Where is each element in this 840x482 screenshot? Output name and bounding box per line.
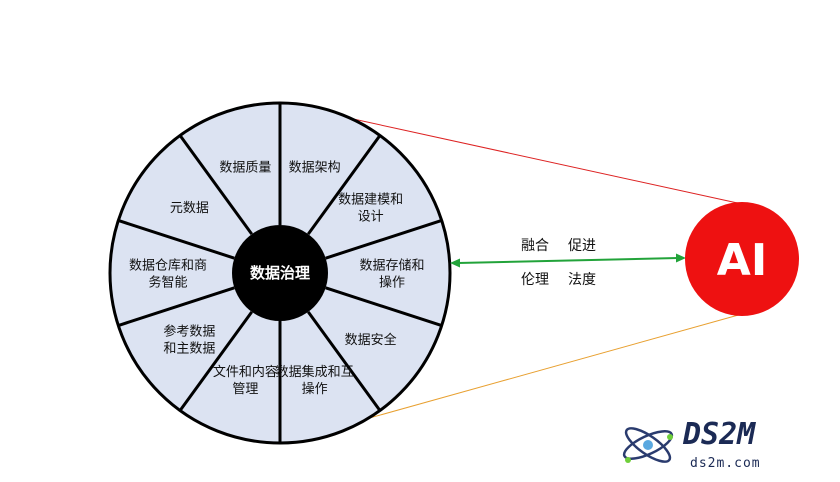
wheel-segment-label-line: 数据存储和	[359, 259, 424, 274]
wheel-segment-label: 数据集成和互操作	[276, 364, 354, 397]
wheel-spoke	[178, 310, 253, 412]
atom-icon	[622, 427, 674, 463]
logo-main-text: DS2M	[682, 417, 756, 452]
wheel-segment-label-line: 数据质量	[219, 160, 271, 175]
link-label-law: 法度	[568, 272, 596, 288]
wheel-segment-label-line: 和主数据	[163, 341, 215, 356]
wheel-segment-label: 数据仓库和商务智能	[129, 258, 207, 291]
wheel-spoke	[307, 310, 382, 412]
link-label-fusion: 融合	[521, 238, 549, 254]
wheel-segment-label-line: 数据安全	[345, 332, 397, 348]
wheel-spokes	[117, 103, 443, 443]
link-label-ethics: 伦理	[521, 272, 549, 288]
ai-circle	[685, 202, 799, 316]
bidirectional-arrow	[450, 253, 686, 268]
wheel-segment-label: 数据存储和操作	[359, 259, 424, 291]
logo-sub-text: ds2m.com	[690, 456, 761, 471]
wheel-segment-label-line: 操作	[302, 381, 328, 397]
wheel-segment-label-line: 参考数据	[163, 323, 215, 339]
wheel-segment-labels: 数据架构数据建模和设计数据存储和操作数据安全数据集成和互操作文件和内容管理参考数…	[129, 160, 425, 397]
wheel-segment-label-line: 数据集成和互	[276, 364, 354, 380]
wheel-segment-label-line: 设计	[358, 210, 384, 225]
wheel-segment-label-line: 数据仓库和商	[129, 258, 207, 274]
wheel-spoke	[307, 134, 382, 236]
wheel-segment-label: 数据建模和设计	[338, 193, 403, 225]
wheel-spoke	[325, 286, 443, 327]
wheel-segment-label-line: 操作	[379, 275, 405, 291]
wheel-spoke	[117, 286, 235, 327]
data-governance-wheel: 数据架构数据建模和设计数据存储和操作数据安全数据集成和互操作文件和内容管理参考数…	[108, 101, 452, 445]
ai-label: AI	[717, 235, 767, 286]
wheel-segment-label-line: 元数据	[170, 201, 209, 216]
wheel-segment-label-line: 管理	[232, 382, 258, 397]
wheel-segment-label: 参考数据和主数据	[163, 323, 215, 356]
ds2m-logo: DS2M ds2m.com	[622, 417, 761, 471]
link-label-promote: 促进	[568, 238, 596, 254]
wheel-segment-label-line: 数据架构	[289, 160, 341, 175]
wheel-segment-label-line: 数据建模和	[338, 193, 403, 208]
wheel-segment-label: 文件和内容管理	[213, 364, 278, 397]
wheel-spoke	[325, 219, 443, 260]
ai-node: AI	[685, 202, 799, 316]
center-label: 数据治理	[250, 264, 310, 282]
wheel-segment-label: 数据质量	[219, 160, 271, 175]
wheel-spoke	[178, 134, 253, 236]
wheel-segment-label: 数据架构	[289, 160, 341, 175]
wheel-segment-label: 元数据	[170, 201, 209, 216]
wheel-spoke	[117, 219, 235, 260]
wheel-segment-label: 数据安全	[345, 332, 397, 348]
wheel-segment-label-line: 文件和内容	[213, 364, 278, 380]
center-hub	[232, 225, 328, 321]
wheel-segment-label-line: 务智能	[148, 275, 187, 291]
